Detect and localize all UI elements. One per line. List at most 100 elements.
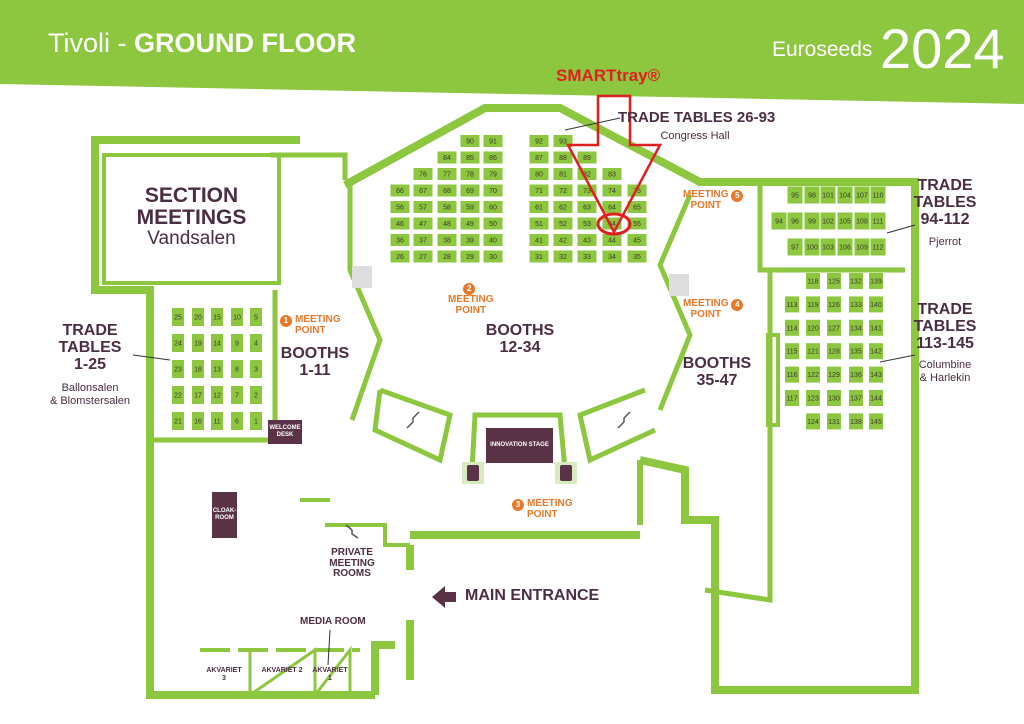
trade-table-90 <box>460 135 480 147</box>
trade-table-97 <box>787 238 803 256</box>
trade-table-62 <box>553 201 573 213</box>
title: MEETINGS <box>136 206 247 230</box>
trade-table-number: 97 <box>791 245 799 252</box>
trade-table-60 <box>483 201 503 213</box>
trade-table-111 <box>870 212 886 230</box>
pjerrot-label: Pjerrot <box>928 236 962 248</box>
trade-table-94 <box>771 212 787 230</box>
trade-table-110 <box>870 186 886 204</box>
trade-table-number: 39 <box>466 238 474 245</box>
trade-table-96 <box>787 212 803 230</box>
trade-table-59 <box>460 201 480 213</box>
trade-table-number: 63 <box>583 205 591 212</box>
cloakroom: CLOAK-ROOM <box>212 492 237 538</box>
trade-table-number: 114 <box>786 325 797 332</box>
trade-table-91 <box>483 135 503 147</box>
trade-table-40 <box>483 234 503 246</box>
trade-table-56 <box>390 201 410 213</box>
trade-table-number: 57 <box>419 205 427 212</box>
trade-table-number: 67 <box>419 188 427 195</box>
pointer-line <box>879 354 916 363</box>
t: ROOMS <box>333 568 371 579</box>
trade-table-number: 14 <box>213 341 221 348</box>
escalator-icon <box>406 411 420 429</box>
n: & Harlekin <box>919 372 971 385</box>
trade-table-number: 98 <box>808 193 816 200</box>
trade-table-41 <box>529 234 549 246</box>
trade-table-number: 66 <box>396 188 404 195</box>
mp-text: MEETING <box>527 498 573 509</box>
trade-table-number: 106 <box>839 245 851 252</box>
trade-table-45 <box>627 234 647 246</box>
trade-table-number: 76 <box>419 172 427 179</box>
wall-east <box>639 178 919 694</box>
trade-table-67 <box>413 184 433 197</box>
trade-table-113 <box>785 296 799 313</box>
trade-table-3 <box>250 360 262 378</box>
trade-table-22 <box>172 386 184 404</box>
wall-segment <box>657 194 693 411</box>
trade-table-number: 81 <box>559 172 567 179</box>
trade-table-number: 113 <box>786 302 797 309</box>
trade-table-number: 23 <box>174 367 182 374</box>
trade-table-number: 96 <box>791 219 799 226</box>
trade-table-number: 90 <box>466 139 474 146</box>
mp-text: MEETING <box>683 298 729 309</box>
trade-table-number: 34 <box>608 254 616 261</box>
trade-table-number: 124 <box>807 419 819 426</box>
trade-table-79 <box>483 168 503 180</box>
trade-table-36 <box>390 234 410 246</box>
trade-table-number: 62 <box>559 205 567 212</box>
congress-hall-label: Congress Hall <box>660 130 730 142</box>
trade-table-50 <box>483 217 503 230</box>
trade-table-number: 64 <box>608 205 616 212</box>
trade-table-number: 60 <box>489 205 497 212</box>
trade-table-number: 5 <box>254 315 258 322</box>
page-title: Tivoli - GROUND FLOOR <box>48 28 356 59</box>
trade-table-number: 20 <box>194 315 202 322</box>
lift-icon <box>467 465 479 481</box>
trade-table-number: 137 <box>850 396 862 403</box>
trade-table-number: 84 <box>443 155 451 162</box>
trade-table-58 <box>437 201 457 213</box>
trade-table-134 <box>849 319 863 336</box>
trade-table-53 <box>577 217 597 230</box>
mp-text: POINT <box>527 508 558 520</box>
trade-table-number: 12 <box>213 393 221 400</box>
trade-table-number: 61 <box>535 205 543 212</box>
trade-table-106 <box>837 238 853 256</box>
trade-table-57 <box>413 201 433 213</box>
trade-table-number: 41 <box>535 238 543 245</box>
mp-text: POINT <box>295 324 326 336</box>
trade-table-number: 92 <box>535 139 543 146</box>
trade-table-number: 116 <box>786 372 797 379</box>
trade-table-number: 83 <box>608 172 616 179</box>
trade-table-number: 79 <box>489 172 497 179</box>
trade-table-number: 109 <box>856 245 868 252</box>
trade-table-number: 19 <box>194 341 202 348</box>
trade-table-number: 25 <box>174 315 182 322</box>
trade-table-number: 22 <box>174 393 182 400</box>
trade-table-117 <box>785 390 799 406</box>
mp-text: POINT <box>690 199 722 211</box>
booth-island <box>577 387 657 464</box>
smarttray-arrow <box>565 94 663 236</box>
mp-text: POINT <box>690 308 722 320</box>
trade-table-51 <box>529 217 549 230</box>
trade-table-39 <box>460 234 480 246</box>
range: 1-11 <box>299 361 331 379</box>
trade-table-number: 82 <box>583 172 591 179</box>
trade-table-number: 140 <box>870 302 882 309</box>
trade-table-13 <box>211 360 223 378</box>
akvariet-2: AKVARIET 2 <box>261 667 303 674</box>
trade-table-76 <box>413 168 433 180</box>
t: 3 <box>222 674 226 682</box>
wall-segment <box>371 641 395 695</box>
trade-table-2 <box>250 386 262 404</box>
trade-table-number: 95 <box>791 193 799 200</box>
trade-table-number: 55 <box>633 221 641 228</box>
trade-table-number: 38 <box>443 238 451 245</box>
wall-west <box>91 136 375 699</box>
